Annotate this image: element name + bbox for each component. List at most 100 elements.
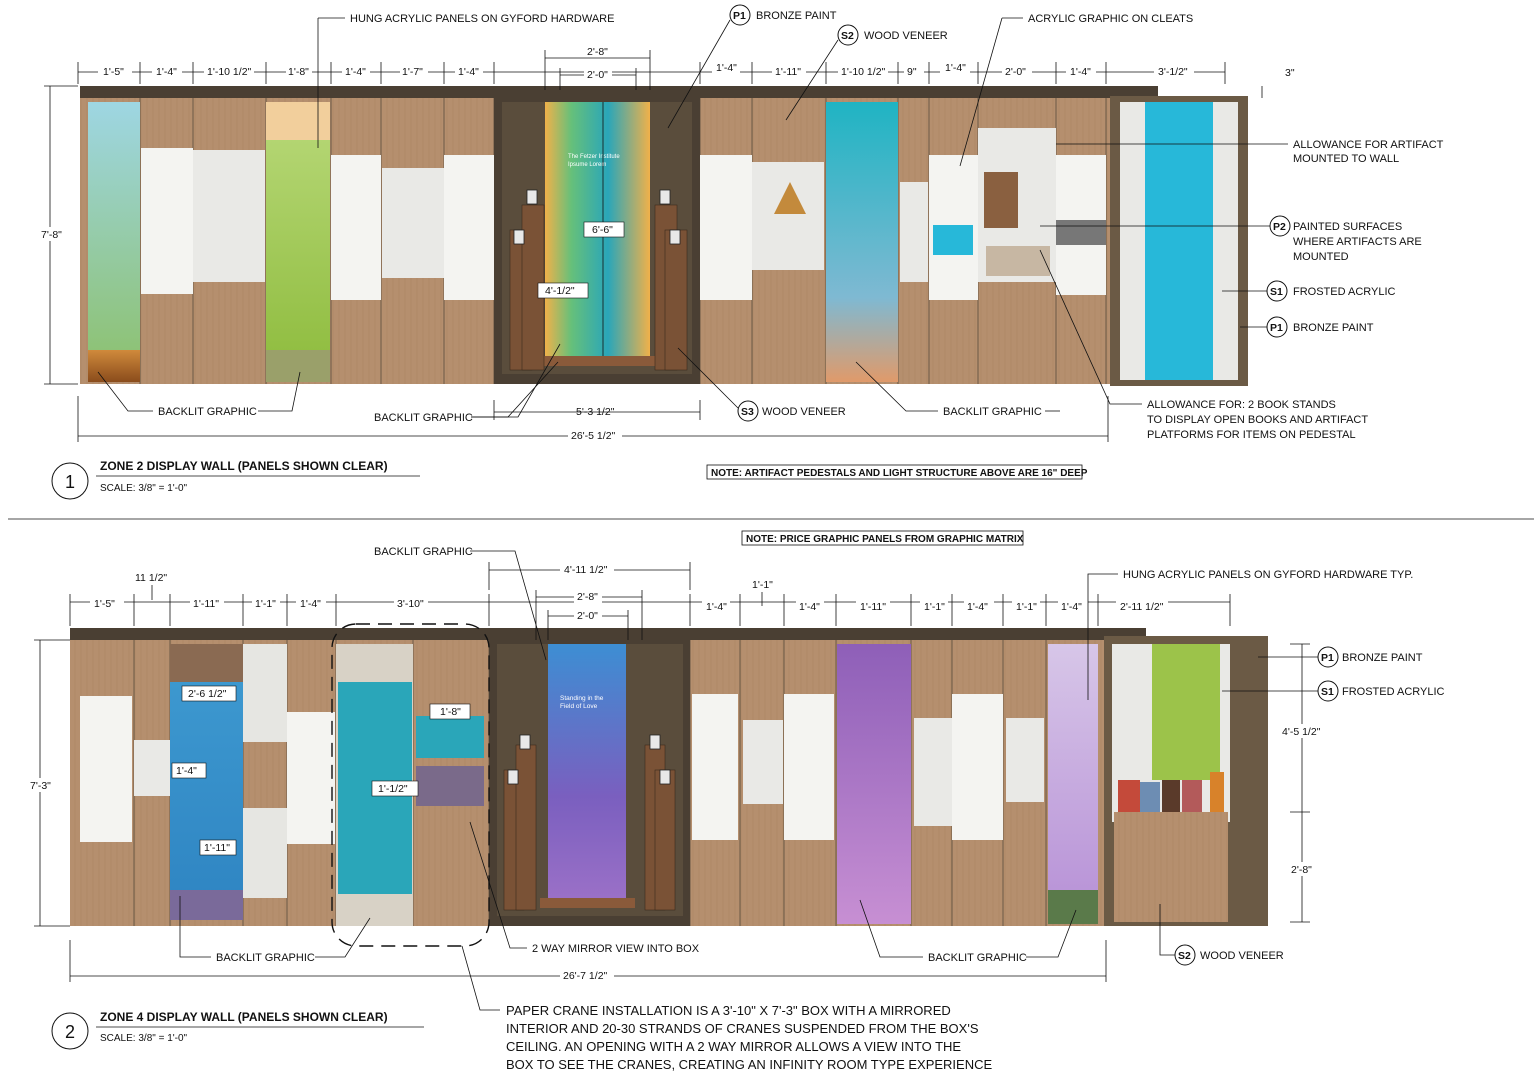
zone2-tag-s1-text: S1	[1270, 286, 1283, 298]
zone4-panel-3-sky	[170, 644, 243, 920]
zone4-books	[1118, 772, 1224, 812]
zone2-dim-e: 1'-4"	[345, 66, 366, 78]
zone4-crane-line-3: CEILING. AN OPENING WITH A 2 WAY MIRROR …	[506, 1039, 961, 1054]
zone2-callout-frosted: FROSTED ACRYLIC	[1293, 286, 1396, 298]
zone4-dim-f: 1'-4"	[706, 601, 727, 613]
zone4-dim-1-4: 1'-4"	[176, 765, 197, 777]
zone2-tag-s3	[737, 400, 759, 422]
zone4-crane-leader	[461, 945, 500, 1011]
zone4-wall: Standing in the Field of Love	[70, 623, 1268, 947]
zone4-callout-frosted: FROSTED ACRYLIC	[1342, 686, 1445, 698]
zone2-center-title: The Fetzer Institute	[568, 154, 620, 160]
zone2-pyramid-artifact	[774, 182, 806, 214]
zone2-note: NOTE: ARTIFACT PEDESTALS AND LIGHT STRUC…	[711, 468, 1088, 479]
zone2-tag-s2	[837, 24, 859, 46]
zone4-alcove-step	[540, 898, 635, 908]
zone2-panel-3-backlit	[266, 350, 330, 382]
zone4-panel-8-white	[784, 694, 834, 840]
zone4-overall: 26'-7 1/2"	[563, 970, 608, 982]
zone2-dim-d: 1'-8"	[288, 66, 309, 78]
zone4-panel-10-white	[952, 694, 1003, 840]
zone2-callout-p2-3: MOUNTED	[1293, 251, 1349, 263]
zone4-frosted-green	[1152, 644, 1220, 780]
zone2-panel-6-white	[700, 155, 752, 300]
zone4-dim-1-half: 1'-1/2"	[378, 783, 408, 795]
zone4-callout-wood: WOOD VENEER	[1200, 950, 1284, 962]
zone4-dimensions: 1'-5" 1'-11" 1'-1" 1'-4" 3'-10" 1'-4" 1'…	[28, 562, 1324, 982]
zone4-callout-hung: HUNG ACRYLIC PANELS ON GYFORD HARDWARE T…	[1123, 569, 1413, 581]
zone4-dim-m: 2'-11 1/2"	[1120, 601, 1164, 613]
zone4-dim-1-4-box	[171, 762, 207, 779]
zone4-lanterns	[507, 734, 671, 785]
zone4-dim-1-11: 1'-11"	[204, 842, 230, 854]
zone4-dim-1-1: 1'-1"	[752, 579, 773, 591]
zone4-note: NOTE: PRICE GRAPHIC PANELS FROM GRAPHIC …	[746, 534, 1024, 545]
zone2-callout-artifact-1: ALLOWANCE FOR ARTIFACT	[1293, 139, 1444, 151]
zone2-callout-backlit-3: BACKLIT GRAPHIC	[943, 406, 1042, 418]
zone4-dim-11-half: 11 1/2"	[135, 572, 167, 584]
zone2-callout-cleats: ACRYLIC GRAPHIC ON CLEATS	[1028, 13, 1193, 25]
zone4-number: 2	[65, 1022, 75, 1042]
zone2-dim-l: 1'-4"	[945, 62, 966, 74]
zone2-number: 1	[65, 472, 75, 492]
zone2-panel-4-white	[331, 155, 381, 300]
zone2-dim-3: 3"	[1285, 67, 1295, 79]
zone2-panel-2-white	[141, 148, 193, 294]
zone2-note-box	[706, 464, 1083, 480]
zone4-panel-11-lavender	[1048, 644, 1098, 924]
zone2-dim-2-8: 2'-8"	[587, 46, 608, 58]
zone4-center-title-2: Field of Love	[560, 703, 598, 710]
zone2-number-circle	[51, 462, 89, 500]
zone2-dim-ticks	[77, 62, 1226, 84]
zone4-dim-ticks	[69, 594, 1231, 626]
zone4-dim-1-8: 1'-8"	[440, 706, 461, 718]
zone4-panel-7-white	[692, 694, 738, 840]
zone2-dimensions: 1'-5" 1'-4" 1'-10 1/2" 1'-8" 1'-4" 1'-7"…	[38, 46, 1295, 442]
zone4-dim-4-5: 4'-5 1/2"	[1282, 726, 1321, 738]
zone4-dim-i: 1'-1"	[924, 601, 945, 613]
zone4-dim-k: 1'-1"	[1016, 601, 1037, 613]
zone4-dim-c: 1'-1"	[255, 598, 276, 610]
zone4-scale: SCALE: 3/8" = 1'-0"	[100, 1033, 188, 1044]
zone4-panel-2-gray	[134, 740, 170, 796]
zone2-callout-wood: WOOD VENEER	[864, 30, 948, 42]
zone2-dim-o: 3'-1/2"	[1158, 66, 1188, 78]
zone2-lanterns	[513, 189, 681, 245]
zone4-callout-backlit-1: BACKLIT GRAPHIC	[216, 952, 315, 964]
zone4-dim-l: 1'-4"	[1061, 601, 1082, 613]
zone4-dim-a: 1'-5"	[94, 598, 115, 610]
zone2-callout-hung: HUNG ACRYLIC PANELS ON GYFORD HARDWARE	[350, 13, 614, 25]
zone4-callout-bronze: BRONZE PAINT	[1342, 652, 1423, 664]
zone4-panel-3-top	[170, 644, 243, 682]
zone4-crane-line-4: BOX TO SEE THE CRANES, CREATING AN INFIN…	[506, 1057, 992, 1072]
zone2-center-subtitle: Ipsume Lorem	[568, 162, 606, 168]
zone4-dim-2-8: 2'-8"	[577, 591, 598, 603]
zone4-title-block: 2 ZONE 4 DISPLAY WALL (PANELS SHOWN CLEA…	[51, 1010, 424, 1050]
zone2-dim-a: 1'-5"	[103, 66, 124, 78]
zone2-panel-1-green	[88, 102, 140, 382]
zone2-dim-k: 9"	[907, 66, 917, 78]
zone2-dim-n: 1'-4"	[1070, 66, 1091, 78]
zone2-callout-p2-2: WHERE ARTIFACTS ARE	[1293, 236, 1422, 248]
zone4-crane-outline	[331, 623, 490, 947]
zone2-title: ZONE 2 DISPLAY WALL (PANELS SHOWN CLEAR)	[100, 459, 388, 473]
zone2-dim-h: 1'-4"	[716, 62, 737, 74]
zone2-photo-strip	[1056, 220, 1106, 245]
zone4-panel-1-white	[80, 696, 132, 842]
zone2-dim-c: 1'-10 1/2"	[207, 66, 252, 78]
zone4-callouts: BACKLIT GRAPHIC HUNG ACRYLIC PANELS ON G…	[179, 546, 1445, 1072]
zone4-dim-4-11: 4'-11 1/2"	[564, 564, 608, 576]
zone4-dim-2-6-box	[181, 685, 237, 702]
zone2-frosted-cyan-panel	[1145, 102, 1213, 380]
zone2-panel-8-cyan	[933, 225, 973, 255]
zone2-callout-stands-1: ALLOWANCE FOR: 2 BOOK STANDS	[1147, 399, 1336, 411]
zone2-tag-p1b-text: P1	[1270, 322, 1283, 334]
zone2-dim-b: 1'-4"	[156, 66, 177, 78]
zone4-shelf-base	[1114, 812, 1228, 922]
zone4-dim-e: 3'-10"	[397, 598, 424, 610]
zone2-dim-2-0: 2'-0"	[587, 69, 608, 81]
zone2-artifact-case-2	[382, 168, 444, 278]
zone2-callout-backlit-2: BACKLIT GRAPHIC	[374, 412, 473, 424]
zone4-pattern-panel	[416, 766, 484, 806]
zone4-tag-p1-text: P1	[1321, 652, 1334, 664]
